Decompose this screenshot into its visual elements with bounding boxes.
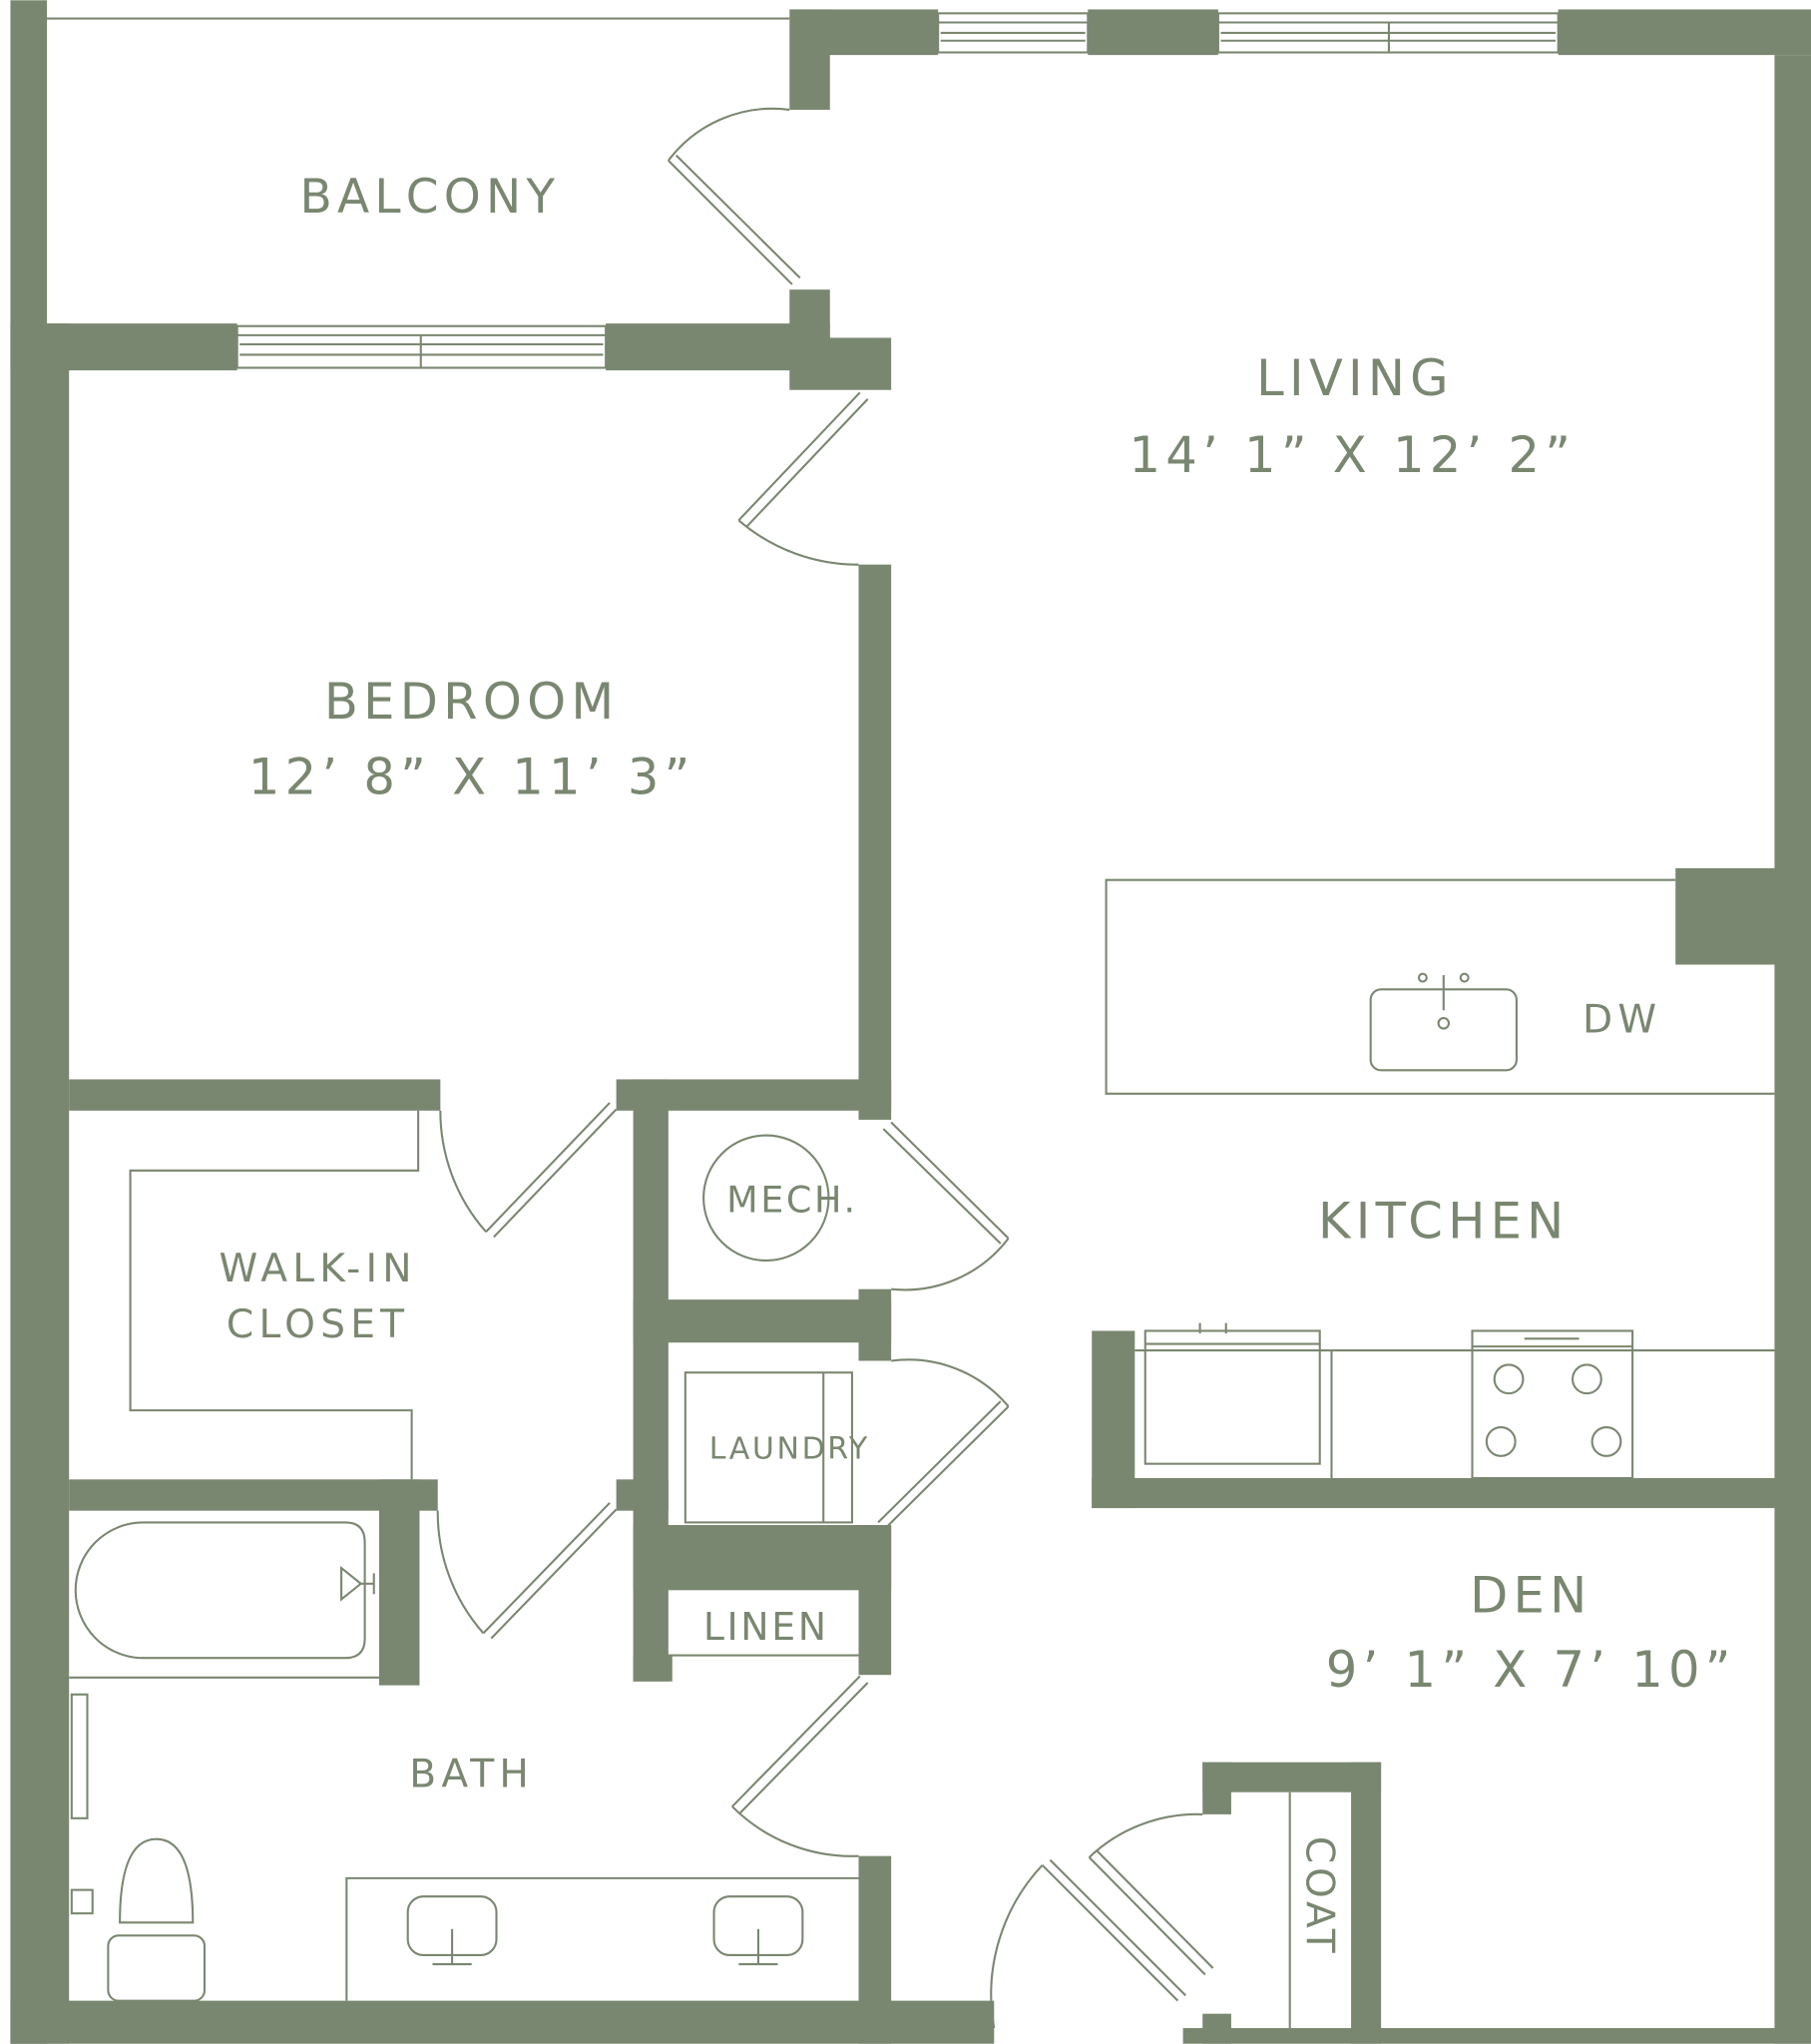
wall-coat-east [1351,1762,1382,2044]
walkin-closet-label-line1: WALK-IN [219,1247,416,1291]
laundry-label: LAUNDRY [709,1431,870,1466]
door-mech [882,1121,1010,1291]
wall-bedroom-east [858,564,892,1120]
wall-coat-south [1202,2013,1231,2044]
den-label: DEN [1470,1567,1591,1625]
toilet [70,1837,207,2002]
wall-closet-east [633,1079,669,1682]
wall-south [10,2000,995,2044]
bath-label: BATH [409,1752,534,1796]
fixtures [47,12,1775,2029]
wall-north-living-c [1558,9,1811,56]
wall-coat-west [1202,1762,1231,1814]
den-dimensions: 9’ 1” X 7’ 10” [1326,1641,1736,1699]
wall-north-living-b [1088,9,1218,56]
wall-kitchen-south [1092,1478,1811,1509]
kitchen-island [1105,878,1775,1095]
wall-tub-east [378,1479,420,1686]
wall-bath-north-a [69,1479,438,1511]
door-entry [990,1858,1186,2029]
walkin-closet-label-line2: CLOSET [226,1302,409,1347]
living-dimensions: 14’ 1” X 12’ 2” [1130,426,1577,484]
wall-living-west-upper [789,9,830,110]
kitchen-counter [1134,1322,1775,1480]
walls [10,0,1811,2044]
wall-balcony-south-a [10,323,237,371]
wall-laundry-east [858,1525,892,1676]
wall-east [1774,55,1811,2044]
washer-dryer [683,1371,854,1524]
wall-linen-south [633,1655,673,1682]
door-balcony [668,107,801,285]
wall-laundry-south [633,1525,892,1591]
door-walkin [439,1102,618,1239]
balcony-label: BALCONY [299,170,560,225]
wall-mech-east-lower [858,1288,892,1361]
living-label: LIVING [1256,349,1454,407]
wall-south-east [1182,2028,1811,2044]
wall-mech-south [633,1299,892,1343]
bathtub [69,1521,379,1679]
wall-island-column [1675,867,1811,965]
mech-label: MECH. [726,1179,858,1222]
linen-label: LINEN [703,1605,829,1649]
door-bath-den [731,1675,869,1857]
bedroom-dimensions: 12’ 8” X 11’ 3” [248,748,695,805]
wall-bath-north-b [616,1479,669,1511]
door-bath-upper [436,1502,618,1640]
coat-label: COAT [1297,1836,1342,1957]
bedroom-label: BEDROOM [324,673,620,731]
labels: BALCONY LIVING 14’ 1” X 12’ 2” BEDROOM 1… [219,170,1736,1957]
closet-shelving [129,1110,420,1480]
window-living-1 [937,12,1090,54]
window-living-2 [1216,12,1560,54]
wall-balcony-south-b [606,323,830,371]
bath-vanity [345,1876,859,2001]
mech-unit [702,1134,830,1262]
door-bedroom [737,391,869,566]
wall-west-bedroom [10,323,70,2044]
door-coat [1088,1812,1214,1976]
kitchen-label: KITCHEN [1318,1193,1570,1251]
window-bedroom [235,324,608,369]
wall-bedroom-south-a [69,1079,441,1111]
wall-bath-east [858,1855,892,2044]
door-laundry [877,1358,1010,1529]
towel-bar [70,1693,89,1819]
dishwasher-label: DW [1583,997,1661,1042]
